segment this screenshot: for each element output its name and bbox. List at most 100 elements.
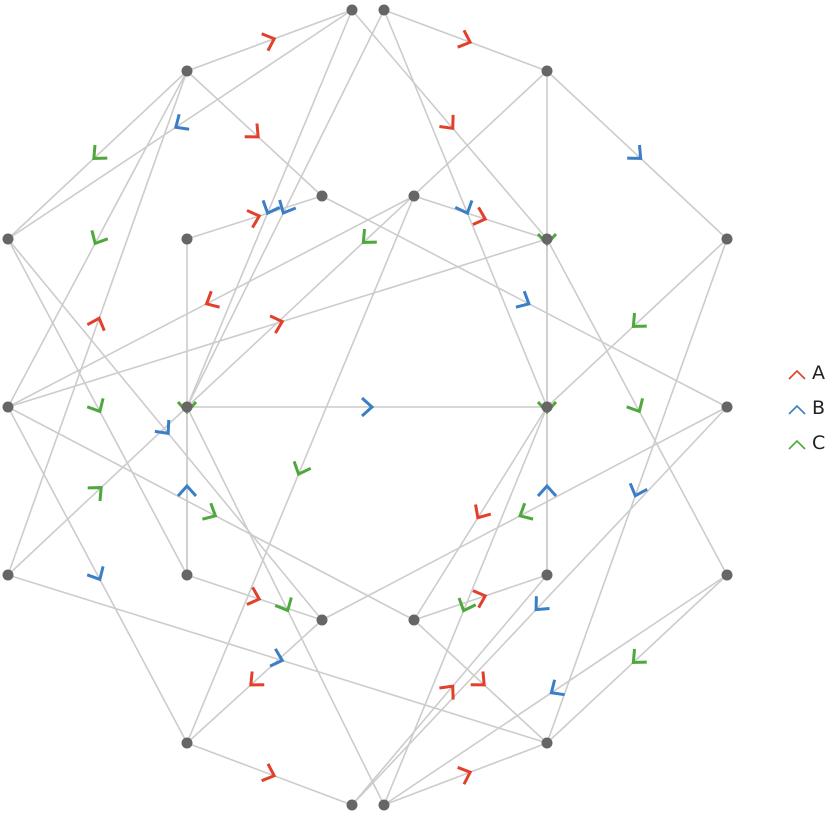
arrow-b-9 [627, 144, 643, 160]
arrow-a-45 [261, 763, 277, 783]
arrow-a-30 [474, 504, 492, 520]
arrow-b-7 [278, 199, 297, 215]
arrow-a-46 [439, 684, 455, 700]
edge-39 [186, 619, 323, 744]
arrow-b-37 [269, 648, 285, 668]
edge-41 [413, 619, 548, 744]
arrow-c-13 [90, 229, 109, 246]
edge-47 [383, 742, 548, 806]
node-3 [181, 65, 193, 77]
node-5 [316, 190, 328, 202]
arrow-c-27 [274, 597, 293, 613]
arrow-a-6 [457, 29, 473, 49]
arrow-a-3 [244, 123, 260, 139]
arrow-a-34 [246, 586, 262, 606]
edge-6 [383, 9, 548, 72]
edge-1 [186, 9, 353, 72]
node-2 [378, 4, 390, 16]
legend-item-b: B [784, 390, 825, 425]
edge-34 [186, 574, 323, 621]
arrow-c-44 [631, 648, 647, 664]
edge-8 [383, 9, 548, 408]
edge-4 [186, 9, 353, 408]
legend-label-c: C [812, 431, 826, 454]
legend-arrow-icon-c [788, 439, 806, 450]
node-20 [408, 614, 420, 626]
arrow-a-20 [204, 290, 220, 309]
arrow-a-1 [261, 32, 277, 52]
arrow-b-43 [549, 679, 565, 697]
node-19 [316, 614, 328, 626]
edge-28 [7, 406, 415, 621]
legend-arrow-icon-a [788, 369, 806, 380]
legend-item-a: A [784, 355, 825, 390]
edge-layer [7, 9, 728, 806]
arrow-c-10 [361, 228, 377, 244]
edge-37 [7, 574, 548, 744]
arrow-b-33 [534, 596, 550, 612]
arrow-b-42 [536, 483, 558, 498]
legend-arrow-icon-b [788, 404, 806, 415]
node-13 [541, 401, 553, 413]
edge-44 [546, 574, 728, 744]
edge-21 [186, 195, 415, 744]
edge-43 [383, 574, 728, 806]
edge-48 [7, 238, 548, 408]
arrow-a-5 [439, 114, 455, 131]
node-6 [408, 190, 420, 202]
legend-label-b: B [812, 396, 826, 419]
arrow-a-47 [457, 765, 473, 785]
edge-45 [186, 742, 353, 806]
node-24 [378, 799, 390, 811]
arrow-b-25 [628, 482, 648, 498]
arrow-c-23 [626, 397, 645, 414]
edge-24 [546, 238, 728, 408]
arrow-c-31 [457, 597, 477, 613]
node-15 [2, 569, 14, 581]
node-23 [346, 799, 358, 811]
node-22 [541, 737, 553, 749]
node-9 [541, 233, 553, 245]
edge-27 [186, 406, 385, 806]
arrow-c-12 [92, 144, 108, 160]
edge-25 [546, 238, 728, 744]
node-12 [181, 401, 193, 413]
edge-36 [7, 406, 188, 576]
arrow-b-8 [454, 199, 474, 216]
edge-46 [351, 574, 548, 806]
edge-13 [7, 70, 188, 408]
legend: A B C [784, 355, 825, 460]
arrow-c-21 [292, 460, 312, 477]
node-11 [2, 401, 14, 413]
arrow-a-41 [470, 671, 486, 687]
arrow-b-4 [261, 199, 281, 216]
edge-19 [413, 195, 548, 240]
arrow-b-18 [515, 290, 531, 309]
node-14 [721, 401, 733, 413]
arrow-c-28 [202, 502, 218, 521]
edge-18 [321, 195, 728, 408]
edge-10 [186, 70, 548, 408]
edge-15 [7, 238, 323, 621]
arrow-a-38 [86, 316, 106, 332]
edge-9 [546, 70, 728, 240]
arrow-a-39 [249, 671, 265, 687]
arrow-a-19 [472, 206, 488, 226]
edge-3 [186, 70, 323, 197]
arrow-a-16 [246, 209, 262, 229]
legend-label-a: A [812, 361, 825, 384]
arrow-b-26 [360, 396, 375, 418]
node-18 [721, 569, 733, 581]
legend-item-c: C [784, 425, 825, 460]
node-layer [2, 4, 733, 811]
node-4 [541, 65, 553, 77]
edge-2 [7, 9, 353, 240]
node-17 [541, 569, 553, 581]
arrow-b-2 [173, 113, 190, 131]
arrow-b-35 [176, 483, 198, 498]
node-8 [181, 233, 193, 245]
edge-5 [351, 9, 548, 240]
edge-32 [321, 406, 728, 621]
arrow-c-36 [87, 486, 103, 502]
